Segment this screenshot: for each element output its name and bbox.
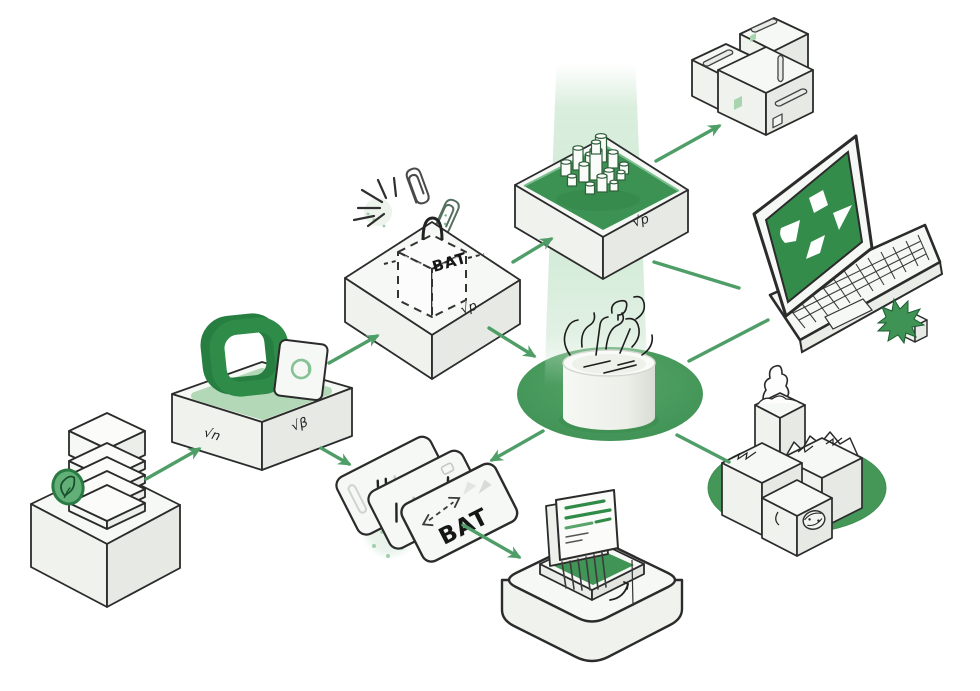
leaf-coin-icon (51, 468, 85, 506)
verified-shield-icon (200, 313, 329, 402)
data-layers (68, 412, 146, 530)
node-bat-notes: BAT (322, 428, 519, 573)
box-slot-grooves (702, 18, 808, 129)
glyph-verified-right: √β (289, 415, 310, 435)
node-verified-platform: √n √β (165, 312, 365, 497)
paperclip-icon (405, 167, 430, 205)
glyph-verified-left: √n (202, 425, 222, 444)
node-packages (682, 17, 822, 140)
anonymous-crowd-icon (560, 132, 630, 195)
match-cross-icon (780, 190, 852, 259)
node-bat-vault-platform: BAT √p (338, 167, 578, 383)
node-user-data-stack (25, 395, 185, 625)
node-pincushion (548, 285, 673, 440)
node-anonymized-crowd-platform: √p (508, 128, 698, 283)
node-waste-boxes (702, 360, 887, 560)
document-icon (555, 489, 619, 561)
glyph-crowd-right: √p (631, 212, 651, 231)
node-laptop (733, 118, 944, 358)
pins-icon (563, 295, 654, 374)
plant-icon (876, 297, 926, 345)
shredded-strips-icon (561, 552, 607, 591)
node-shredder (492, 478, 692, 670)
burst-icon (352, 176, 398, 228)
padlock-icon (383, 216, 485, 318)
globe-doodle-icon (802, 510, 826, 530)
touchpad (824, 298, 873, 330)
glyph-vault-right: √p (459, 299, 479, 318)
